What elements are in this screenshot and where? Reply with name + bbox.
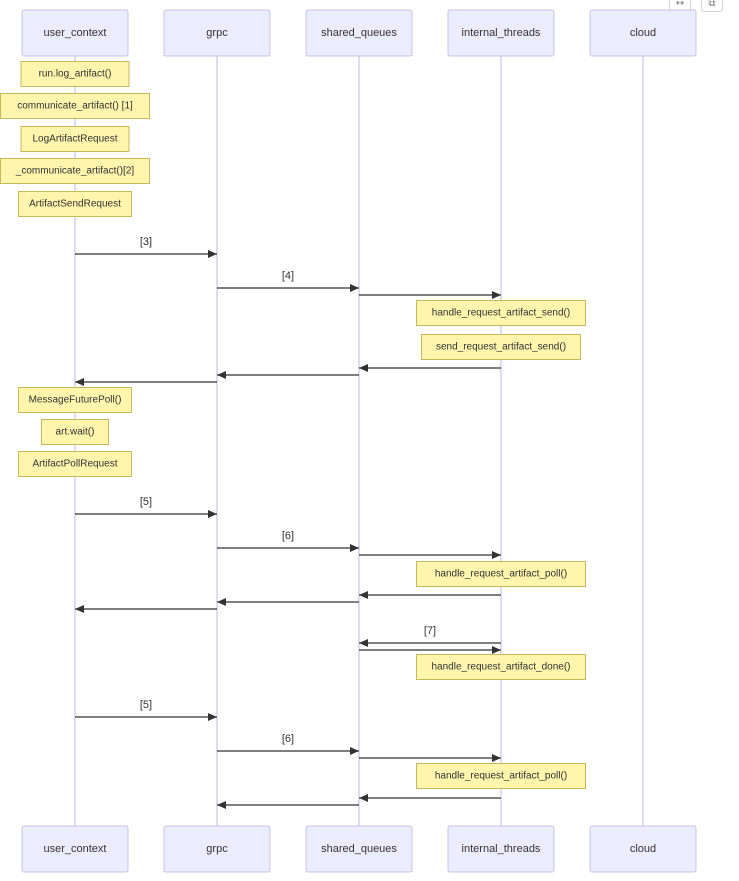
actor-box <box>21 825 129 873</box>
note-text: handle_request_artifact_poll() <box>435 569 567 580</box>
actor-label: grpc <box>206 843 228 855</box>
note-box <box>421 334 581 360</box>
note-text: communicate_artifact() [1] <box>17 101 133 112</box>
note-box <box>416 763 586 789</box>
actor-box <box>447 9 555 57</box>
message-label: [4] <box>282 270 294 282</box>
actor-grpc-bottom: grpc <box>163 825 271 873</box>
note-text: _communicate_artifact()[2] <box>15 166 135 177</box>
actor-box <box>163 9 271 57</box>
message-grpc-to-shared-queues: [4] <box>217 270 359 292</box>
actor-box <box>589 825 697 873</box>
actor-user-context-bottom: user_context <box>21 825 129 873</box>
note-text: LogArtifactRequest <box>32 134 117 145</box>
note-logartifactrequest: LogArtifactRequest <box>20 126 130 152</box>
message-internal-threads-to-shared-queues: [7] <box>359 625 501 647</box>
message-label: [6] <box>282 530 294 542</box>
note-box <box>18 191 132 217</box>
actor-label: grpc <box>206 27 228 39</box>
actor-shared-queues-top: shared_queues <box>305 9 413 57</box>
message-label: [7] <box>424 625 436 637</box>
message-grpc-to-shared-queues: [6] <box>217 733 359 755</box>
actor-label: user_context <box>44 843 107 855</box>
note-art-wait: art.wait() <box>41 419 109 445</box>
note-text: art.wait() <box>56 427 95 438</box>
actor-label: internal_threads <box>462 27 541 39</box>
note-box <box>20 61 130 87</box>
actor-box <box>589 9 697 57</box>
actor-label: cloud <box>630 843 656 855</box>
note-artifactpollrequest: ArtifactPollRequest <box>18 451 132 477</box>
actor-box <box>305 9 413 57</box>
note-box <box>41 419 109 445</box>
note-messagefuturepoll: MessageFuturePoll() <box>18 387 132 413</box>
actor-label: user_context <box>44 27 107 39</box>
note-handle-request-artifact-done: handle_request_artifact_done() <box>416 654 586 680</box>
actor-box <box>21 9 129 57</box>
actor-label: shared_queues <box>321 27 397 39</box>
actor-label: shared_queues <box>321 843 397 855</box>
actor-cloud-top: cloud <box>589 9 697 57</box>
note-handle-request-artifact-poll: handle_request_artifact_poll() <box>416 561 586 587</box>
note-communicate-artifact-1: communicate_artifact() [1] <box>0 93 150 119</box>
actor-internal-threads-top: internal_threads <box>447 9 555 57</box>
actor-box <box>163 825 271 873</box>
message-label: [3] <box>140 236 152 248</box>
note-text: ArtifactSendRequest <box>29 199 121 210</box>
actor-grpc-top: grpc <box>163 9 271 57</box>
actor-shared-queues-bottom: shared_queues <box>305 825 413 873</box>
note-text: send_request_artifact_send() <box>436 342 566 353</box>
actor-label: internal_threads <box>462 843 541 855</box>
message-grpc-to-shared-queues: [6] <box>217 530 359 552</box>
note-text: handle_request_artifact_poll() <box>435 771 567 782</box>
note-handle-request-artifact-send: handle_request_artifact_send() <box>416 300 586 326</box>
message-label: [5] <box>140 699 152 711</box>
note-box <box>416 561 586 587</box>
note-box <box>18 387 132 413</box>
note-communicate-artifact-2: _communicate_artifact()[2] <box>0 158 150 184</box>
actor-box <box>447 825 555 873</box>
note-text: MessageFuturePoll() <box>29 395 122 406</box>
message-user-context-to-grpc: [5] <box>75 496 217 518</box>
note-run-log-artifact: run.log_artifact() <box>20 61 130 87</box>
note-text: handle_request_artifact_send() <box>432 308 570 319</box>
note-box <box>416 654 586 680</box>
copy-icon[interactable]: ⧉ <box>701 0 723 12</box>
note-artifactsendrequest: ArtifactSendRequest <box>18 191 132 217</box>
note-send-request-artifact-send: send_request_artifact_send() <box>421 334 581 360</box>
actor-internal-threads-bottom: internal_threads <box>447 825 555 873</box>
note-box <box>20 126 130 152</box>
actor-cloud-bottom: cloud <box>589 825 697 873</box>
note-text: ArtifactPollRequest <box>32 459 117 470</box>
note-text: handle_request_artifact_done() <box>432 662 571 673</box>
note-box <box>0 93 150 119</box>
note-box <box>0 158 150 184</box>
message-label: [5] <box>140 496 152 508</box>
message-user-context-to-grpc: [3] <box>75 236 217 258</box>
note-text: run.log_artifact() <box>39 69 112 80</box>
note-box <box>18 451 132 477</box>
actor-label: cloud <box>630 27 656 39</box>
message-label: [6] <box>282 733 294 745</box>
note-box <box>416 300 586 326</box>
actor-box <box>305 825 413 873</box>
note-handle-request-artifact-poll: handle_request_artifact_poll() <box>416 763 586 789</box>
message-user-context-to-grpc: [5] <box>75 699 217 721</box>
actor-user-context-top: user_context <box>21 9 129 57</box>
